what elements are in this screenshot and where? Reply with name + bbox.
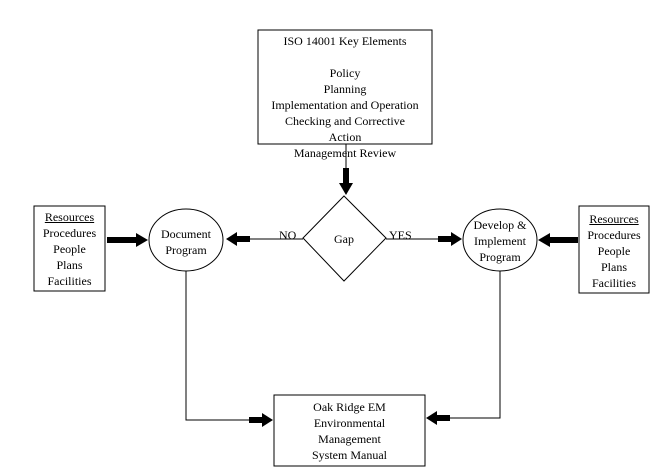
develop-program-line-1: Develop & — [473, 218, 527, 232]
iso-to-gap-arrowhead — [339, 183, 353, 195]
yes-arrow-shaft — [438, 236, 452, 242]
iso-item-implementation: Implementation and Operation — [271, 98, 419, 112]
resources-right-arrow-shaft — [548, 237, 578, 243]
document-program-line-2: Program — [165, 243, 207, 257]
ems-manual-box — [273, 394, 426, 467]
iso-item-management-review: Management Review — [293, 146, 397, 160]
gap-label: Gap — [334, 232, 354, 246]
resources-left-facilities: Facilities — [47, 274, 92, 288]
iso-item-planning: Planning — [323, 82, 367, 96]
develop-to-manual-arrow-shaft — [436, 415, 450, 421]
document-program-line-1: Document — [161, 227, 211, 241]
develop-program-line-3: Program — [479, 250, 521, 264]
resources-left-people: People — [53, 242, 86, 256]
resources-right-plans: Plans — [600, 260, 627, 274]
iso-item-checking: Checking and Corrective — [285, 114, 405, 128]
iso-to-gap-arrow-shaft — [343, 168, 349, 184]
document-to-manual-connector — [185, 271, 258, 421]
develop-to-manual-arrowhead — [426, 411, 437, 425]
resources-left-arrow-shaft — [107, 237, 137, 243]
resources-right-people: People — [597, 244, 631, 258]
no-arrow-shaft — [236, 236, 250, 242]
resources-left-box — [33, 205, 106, 292]
manual-line-2: Environmental — [313, 416, 386, 430]
manual-line-1: Oak Ridge EM — [313, 400, 386, 414]
develop-to-manual-connector — [445, 271, 501, 419]
iso-title: ISO 14001 Key Elements — [283, 34, 407, 48]
no-arrowhead — [226, 232, 237, 246]
resources-left-title: Resources — [44, 210, 95, 224]
iso-item-action: Action — [328, 130, 362, 144]
resources-right-title: Resources — [589, 212, 639, 226]
document-to-manual-arrowhead — [262, 413, 273, 427]
resources-right-facilities: Facilities — [592, 276, 636, 290]
manual-line-4: System Manual — [312, 448, 387, 462]
resources-left-arrowhead — [136, 233, 148, 247]
develop-program-line-2: Implement — [474, 234, 526, 248]
resources-left-procedures: Procedures — [42, 226, 97, 240]
resources-right-procedures: Procedures — [587, 228, 641, 242]
resources-left-plans: Plans — [56, 258, 83, 272]
yes-arrowhead — [451, 232, 462, 246]
resources-right-box — [578, 205, 650, 294]
iso-key-elements-box — [257, 29, 433, 145]
document-to-manual-arrow-shaft — [249, 417, 263, 423]
resources-right-arrowhead — [538, 233, 550, 247]
iso-item-policy: Policy — [329, 66, 361, 80]
no-label: NO — [279, 228, 297, 242]
yes-label: YES — [389, 228, 412, 242]
gap-decision-diamond — [302, 195, 387, 282]
manual-line-3: Management — [318, 432, 381, 446]
